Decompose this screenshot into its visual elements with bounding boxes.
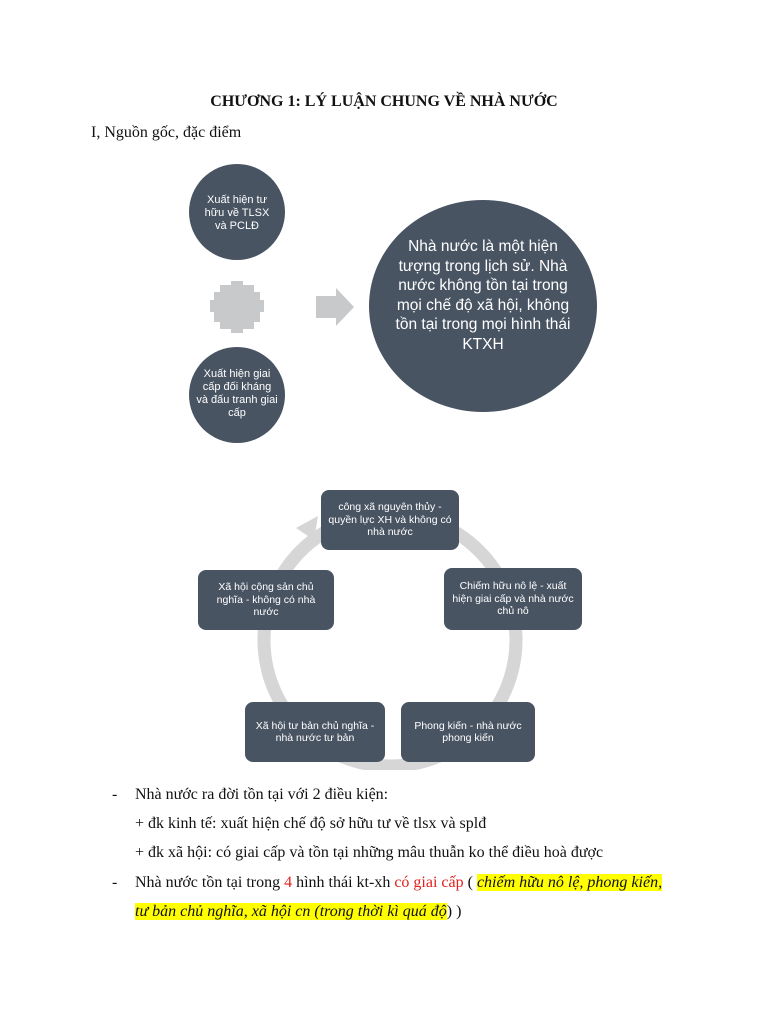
result-circle (369, 200, 597, 412)
arrow-right-icon (316, 288, 354, 326)
cycle-box-capitalist: Xã hội tư bản chủ nghĩa - nhà nước tư bả… (245, 702, 385, 762)
diagram-graphics (189, 164, 597, 770)
cycle-box-feudal-label: Phong kiến - nhà nước phong kiến (414, 719, 522, 745)
bullet-formations: Nhà nước tồn tại trong 4 hình thái kt-xh… (135, 874, 663, 892)
cycle-arrowhead (296, 516, 318, 540)
page-title: CHƯƠNG 1: LÝ LUẬN CHUNG VỀ NHÀ NƯỚC (210, 93, 558, 110)
cycle-box-slavery: Chiếm hữu nô lệ - xuất hiện giai cấp và … (444, 568, 582, 630)
bullet-condition-social: + đk xã hội: có giai cấp và tồn tại nhữn… (135, 844, 604, 861)
bullet-dash: - (112, 786, 118, 803)
bullet-condition-economic: + đk kinh tế: xuất hiện chế độ sở hữu tư… (135, 815, 487, 832)
cycle-box-feudal: Phong kiến - nhà nước phong kiến (401, 702, 535, 762)
cycle-box-communist-label: Xã hội cộng sản chủ nghĩa - không có nhà… (216, 581, 316, 619)
cycle-box-primitive: công xã nguyên thủy - quyền lực XH và kh… (321, 490, 459, 550)
cycle-box-primitive-label: công xã nguyên thủy - quyền lực XH và kh… (328, 501, 452, 539)
bullet-formations-highlight-1: chiếm hữu nô lệ, phong kiến, (476, 874, 663, 891)
bullet-formations-paren: ( (463, 874, 477, 891)
bullet-formations-number: 4 (284, 874, 293, 891)
origin-circle-property (189, 164, 285, 260)
bullet-formations-close: ) ) (446, 903, 462, 920)
bullet-formations-highlight-2: tư bản chủ nghĩa, xã hội cn (trong thời … (135, 903, 447, 920)
origin-circle-class-label: Xuất hiện giai cấp đối kháng và đấu tran… (196, 368, 278, 419)
result-circle-label: Nhà nước là một hiện tượng trong lịch sử… (395, 238, 571, 353)
cycle-box-communist: Xã hội cộng sản chủ nghĩa - không có nhà… (198, 570, 334, 630)
section-heading: I, Nguồn gốc, đặc điểm (91, 124, 242, 141)
plus-icon (210, 281, 264, 333)
bullet-formations-text-a: Nhà nước tồn tại trong (135, 874, 285, 891)
origin-circle-class (189, 347, 285, 443)
bullet-formations-text-b: hình thái kt-xh (292, 874, 395, 891)
bullet-dash: - (112, 874, 118, 891)
bullet-conditions: Nhà nước ra đời tồn tại với 2 điều kiện: (135, 786, 389, 803)
bullet-formations-class: có giai cấp (394, 874, 464, 891)
bullet-formations-cont: tư bản chủ nghĩa, xã hội cn (trong thời … (135, 903, 461, 921)
origin-circle-property-label: Xuất hiện tư hữu về TLSX và PCLĐ (204, 194, 270, 232)
cycle-box-capitalist-label: Xã hội tư bản chủ nghĩa - nhà nước tư bả… (255, 719, 375, 745)
cycle-box-slavery-label: Chiếm hữu nô lệ - xuất hiện giai cấp và … (452, 580, 574, 618)
